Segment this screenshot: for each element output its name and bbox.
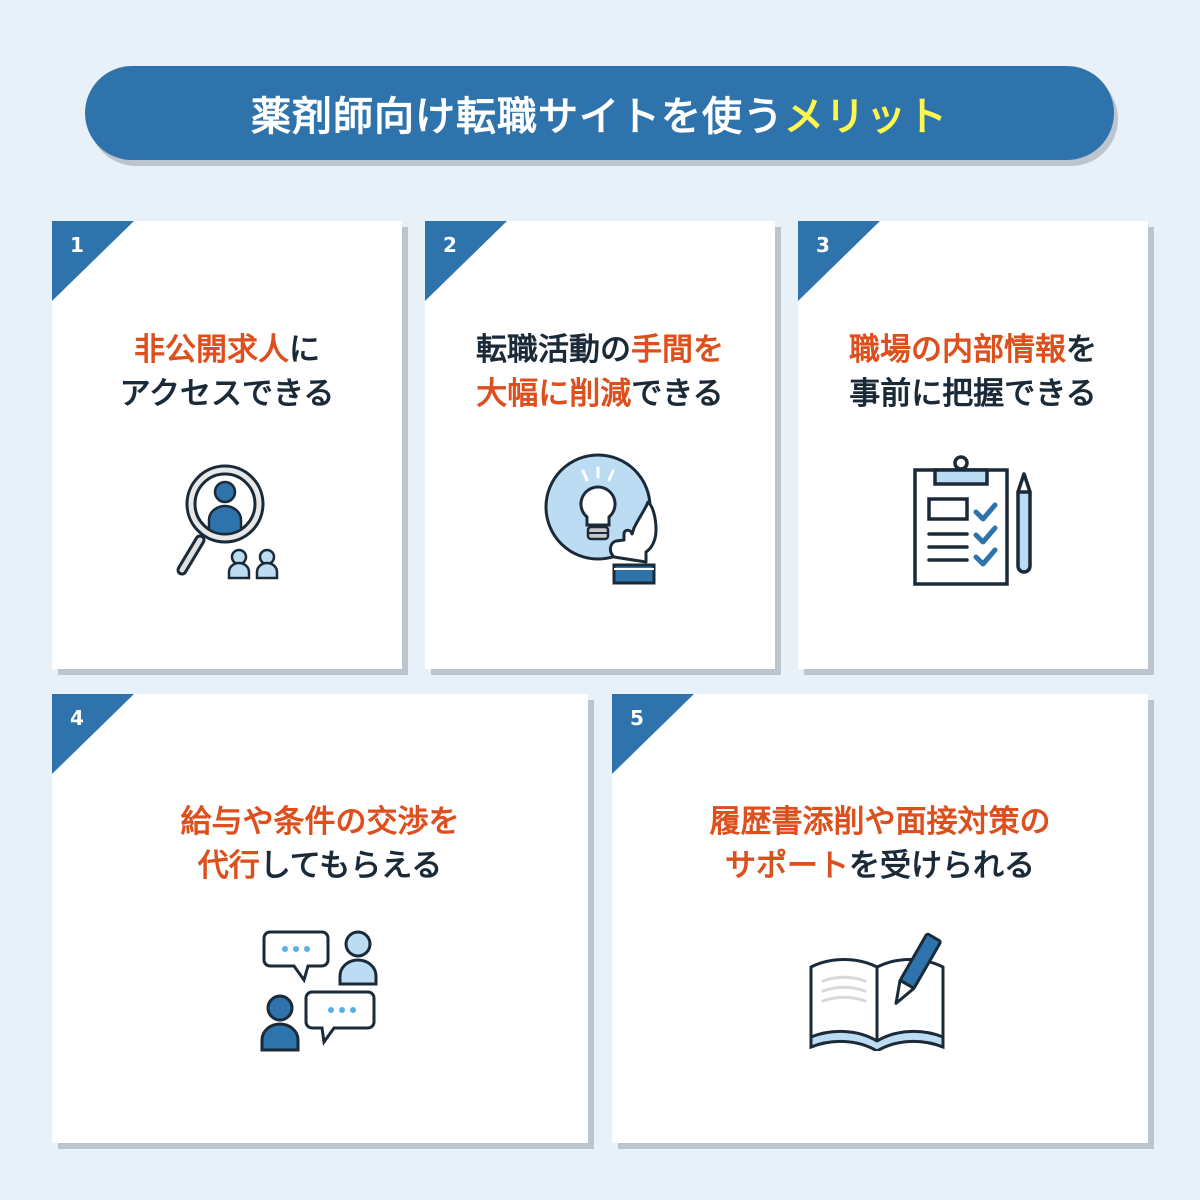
- card-text: 給与や条件の交渉を 代行してもらえる: [52, 800, 588, 888]
- lightbulb-hand-icon: [544, 453, 658, 585]
- number-corner: [798, 221, 880, 301]
- card-number: 2: [443, 233, 457, 257]
- card-line-2: アクセスできる: [119, 376, 335, 412]
- merit-card-3: 3 職場の内部情報を 事前に把握できる: [798, 221, 1148, 669]
- merit-card-4: 4 給与や条件の交渉を 代行してもらえる: [52, 694, 588, 1143]
- number-corner: [52, 694, 134, 774]
- card-number: 5: [630, 706, 644, 730]
- book-pen-icon: [809, 932, 945, 1051]
- card-text: 職場の内部情報を 事前に把握できる: [798, 328, 1148, 416]
- card-line-1: 職場の内部情報を: [849, 332, 1097, 368]
- magnifier-person-icon: [176, 464, 279, 580]
- card-line-2: 代行してもらえる: [197, 848, 443, 884]
- title-highlight: メリット: [784, 94, 948, 140]
- card-line-2: サポートを受けられる: [725, 848, 1035, 884]
- number-corner: [612, 694, 694, 774]
- card-line-1: 非公開求人に: [134, 332, 320, 368]
- card-number: 4: [70, 706, 84, 730]
- card-number: 1: [70, 233, 84, 257]
- card-line-2: 大幅に削減できる: [476, 376, 724, 412]
- number-corner: [425, 221, 507, 301]
- title-main: 薬剤師向け転職サイトを使う: [251, 94, 784, 140]
- card-text: 履歴書添削や面接対策の サポートを受けられる: [612, 800, 1148, 888]
- clipboard-checklist-icon: [913, 455, 1032, 586]
- merit-card-1: 1 非公開求人に アクセスできる: [52, 221, 402, 669]
- conversation-icon: [260, 930, 378, 1052]
- card-line-1: 履歴書添削や面接対策の: [709, 804, 1051, 840]
- card-number: 3: [816, 233, 830, 257]
- card-line-1: 転職活動の手間を: [476, 332, 724, 368]
- card-text: 非公開求人に アクセスできる: [52, 328, 402, 416]
- merit-card-2: 2 転職活動の手間を 大幅に削減できる: [425, 221, 775, 669]
- number-corner: [52, 221, 134, 301]
- page-title: 薬剤師向け転職サイトを使うメリット: [85, 66, 1114, 160]
- card-line-2: 事前に把握できる: [849, 376, 1097, 412]
- merit-card-5: 5 履歴書添削や面接対策の サポートを受けられる: [612, 694, 1148, 1143]
- card-text: 転職活動の手間を 大幅に削減できる: [425, 328, 775, 416]
- card-line-1: 給与や条件の交渉を: [180, 804, 460, 840]
